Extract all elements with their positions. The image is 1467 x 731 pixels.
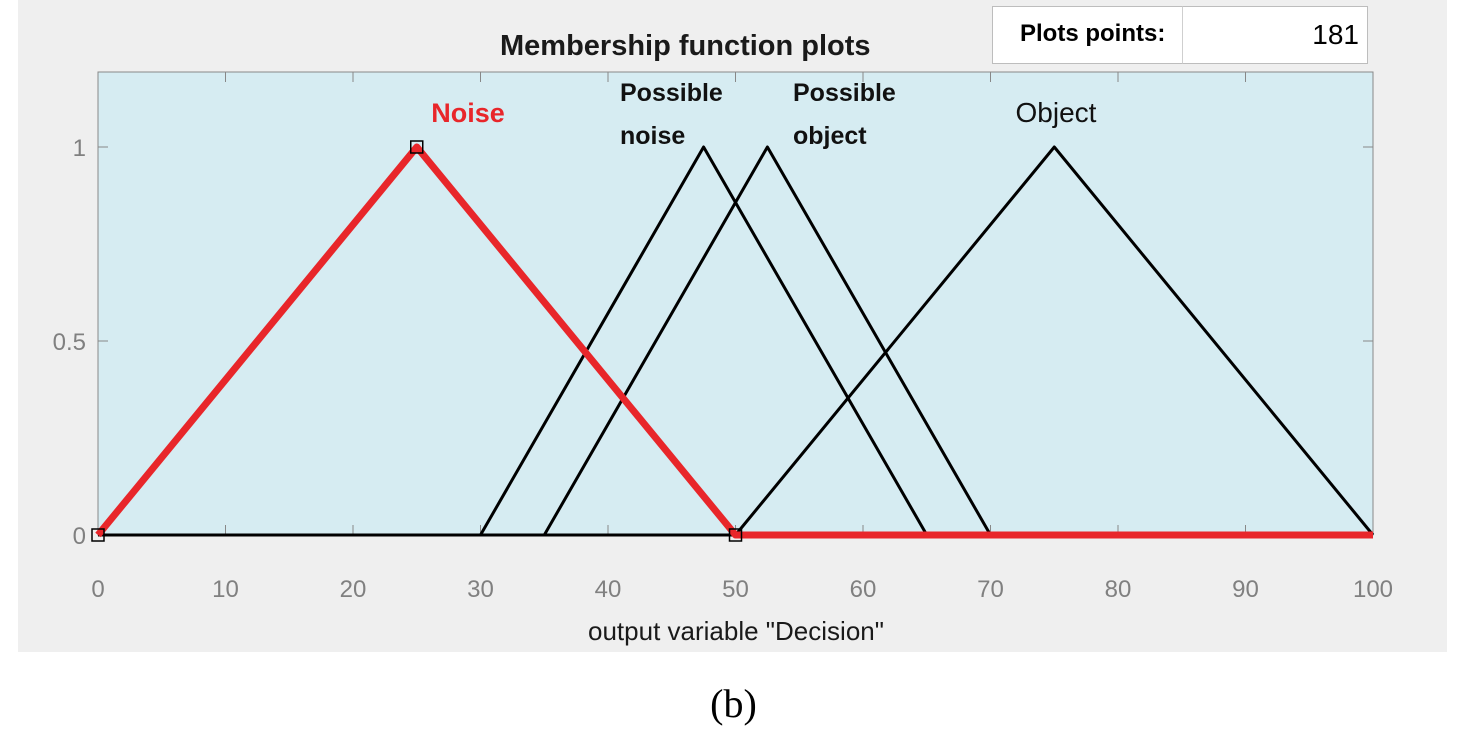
- x-tick-label: 100: [1353, 576, 1393, 603]
- x-tick-label: 90: [1232, 576, 1259, 603]
- mf-vertex-handle[interactable]: [728, 528, 743, 542]
- mf-label-possible-noise: noise: [620, 122, 685, 150]
- plot-title: Membership function plots: [500, 30, 871, 62]
- plot-points-label: Plots points:: [1020, 20, 1166, 47]
- mf-labels: Noise Possible noise Possible object Object: [431, 79, 1096, 150]
- x-tick-label: 30: [467, 576, 494, 603]
- series-layer: [91, 140, 1375, 542]
- mf-label-noise: Noise: [431, 98, 505, 128]
- mf-label-possible-object: object: [793, 122, 867, 150]
- x-tick-label: 80: [1105, 576, 1132, 603]
- mf-vertex-handle[interactable]: [410, 140, 424, 154]
- x-tick-label: 0: [91, 576, 104, 603]
- figure-caption: (b): [710, 681, 757, 726]
- y-tick-label: 0: [73, 523, 86, 550]
- x-axis-label: output variable "Decision": [588, 616, 884, 646]
- y-tick-label: 1: [73, 135, 86, 162]
- y-tick-labels: 00.51: [53, 135, 86, 550]
- x-tick-label: 10: [212, 576, 239, 603]
- mf-label-object: Object: [1016, 97, 1097, 128]
- mf-label-possible-object: Possible: [793, 79, 896, 107]
- axes-background: [97, 71, 1374, 536]
- mf-line-noise[interactable]: [95, 143, 1373, 539]
- x-tick-label: 40: [595, 576, 622, 603]
- x-tick-label: 60: [850, 576, 877, 603]
- y-tick-label: 0.5: [53, 329, 86, 356]
- x-tick-label: 70: [977, 576, 1004, 603]
- plot-points-input[interactable]: [1182, 6, 1368, 64]
- mf-line-object[interactable]: [98, 145, 1375, 537]
- axis-ticks: [97, 72, 1374, 536]
- mf-label-possible-noise: Possible: [620, 79, 723, 107]
- x-tick-label: 50: [722, 576, 749, 603]
- mf-vertex-handle[interactable]: [91, 528, 105, 542]
- x-tick-label: 20: [340, 576, 367, 603]
- x-tick-labels: 0 10 20 30 40 50 60 70 80 90 100: [91, 576, 1393, 603]
